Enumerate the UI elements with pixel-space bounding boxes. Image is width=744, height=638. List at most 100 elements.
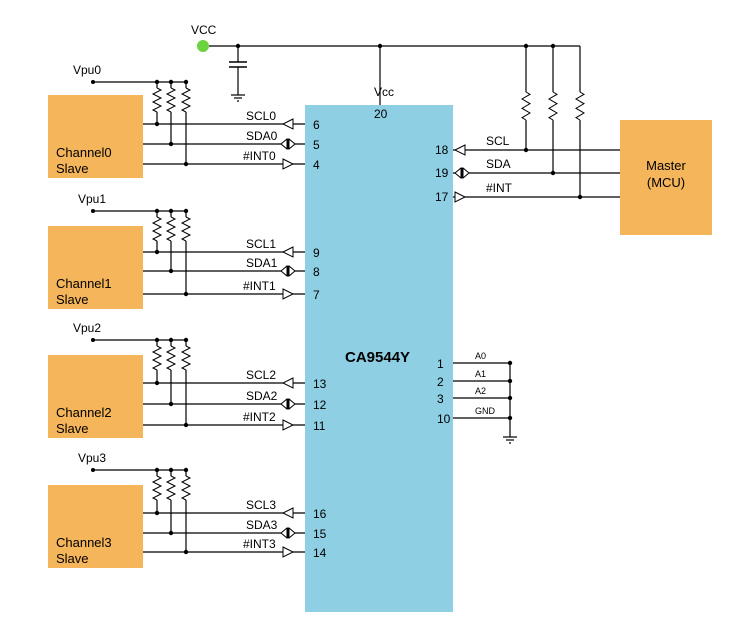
wires-layer: [91, 43, 620, 555]
pullup-resistor: [151, 216, 163, 242]
arrow-right-icon: [282, 158, 295, 170]
pullup-resistor: [165, 475, 177, 501]
channel1-label-sub: Slave: [56, 292, 89, 307]
pullup-resistor: [165, 345, 177, 371]
channel1-label: Channel1: [56, 276, 112, 291]
bidir-arrow-right-icon: [288, 137, 296, 151]
master-signal-name: SDA: [486, 157, 511, 171]
pullup-resistor: [180, 87, 192, 113]
pullup-resistor: [575, 91, 585, 121]
bidir-arrow-left-icon: [280, 264, 288, 278]
pullup-resistor: [521, 91, 531, 121]
channel-signal-name: SDA0: [246, 129, 278, 143]
channel-pin-number: 11: [313, 419, 326, 433]
vcc-label: VCC: [191, 23, 217, 37]
master-label: Master: [646, 158, 686, 173]
arrow-left-icon: [281, 246, 294, 258]
channel0-slave-block: [48, 95, 143, 178]
arrow-right-icon: [454, 191, 467, 203]
arrow-left-icon: [453, 144, 466, 156]
channel2-slave-block: [48, 355, 143, 438]
channel-signal-name: SCL0: [246, 109, 276, 123]
chip-vcc-label: Vcc: [374, 85, 394, 99]
channel-signal-name: SDA1: [246, 256, 278, 270]
vpu0-label: Vpu0: [73, 63, 101, 77]
vpu3-label: Vpu3: [78, 451, 106, 465]
channel-pin-number: 4: [313, 158, 320, 172]
vcc-terminal: [197, 40, 209, 52]
arrow-right-icon: [282, 288, 295, 300]
bidir-arrow-right-icon: [288, 397, 296, 411]
vpu1-label: Vpu1: [78, 192, 106, 206]
channel3-slave-block: [48, 485, 143, 568]
channel-pin-number: 12: [313, 398, 327, 412]
channel-pin-number: 7: [313, 288, 320, 302]
arrow-left-icon: [281, 507, 294, 519]
pullup-resistor: [548, 91, 558, 121]
channel-signal-name: SCL1: [246, 237, 276, 251]
master-pin-number: 17: [435, 190, 449, 204]
bidir-arrow-left-icon: [280, 137, 288, 151]
pullup-resistor: [151, 475, 163, 501]
master-signal-name: #INT: [486, 181, 513, 195]
pullup-resistor: [180, 216, 192, 242]
address-pin-name: A0: [475, 351, 486, 361]
channel-pin-number: 6: [313, 118, 320, 132]
channel-signal-name: #INT3: [243, 537, 276, 551]
channel2-label: Channel2: [56, 405, 112, 420]
bidir-arrow-left-icon: [454, 166, 462, 180]
channel-pin-number: 8: [313, 265, 320, 279]
bidir-arrow-left-icon: [280, 397, 288, 411]
channel-pin-number: 15: [313, 527, 327, 541]
channel0-label-sub: Slave: [56, 161, 89, 176]
address-pin-name: GND: [475, 406, 496, 416]
chip-body: [305, 105, 453, 612]
channel-pin-number: 5: [313, 138, 320, 152]
pullup-resistor: [180, 475, 192, 501]
address-pin-name: A1: [475, 369, 486, 379]
arrow-right-icon: [282, 546, 295, 558]
address-pin-name: A2: [475, 386, 486, 396]
bidir-arrow-right-icon: [288, 526, 296, 540]
pullup-resistor: [151, 345, 163, 371]
channel3-label: Channel3: [56, 535, 112, 550]
master-pin-number: 19: [435, 166, 449, 180]
labels-layer: CA9544YVcc20VCCMaster(MCU)18SCL19SDA17#I…: [56, 23, 687, 566]
channel-signal-name: #INT0: [243, 149, 276, 163]
arrow-left-icon: [281, 377, 294, 389]
bidir-arrow-right-icon: [462, 166, 470, 180]
master-label-sub: (MCU): [647, 175, 685, 190]
arrow-left-icon: [281, 118, 294, 130]
channel-signal-name: #INT1: [243, 279, 276, 293]
master-pin-number: 18: [435, 143, 449, 157]
channel1-slave-block: [48, 226, 143, 309]
pullup-resistor: [180, 345, 192, 371]
address-pin-number: 1: [437, 357, 444, 371]
address-pin-number: 10: [437, 412, 451, 426]
master-signal-name: SCL: [486, 134, 510, 148]
shapes-layer: [48, 40, 712, 612]
master-block: [620, 120, 712, 235]
channel-pin-number: 16: [313, 507, 327, 521]
pullup-resistor: [165, 87, 177, 113]
bidir-arrow-left-icon: [280, 526, 288, 540]
arrow-right-icon: [282, 419, 295, 431]
channel-signal-name: SCL3: [246, 498, 276, 512]
vpu2-label: Vpu2: [73, 321, 101, 335]
pullup-resistor: [165, 216, 177, 242]
channel2-label-sub: Slave: [56, 421, 89, 436]
channel-signal-name: SDA2: [246, 389, 278, 403]
address-pin-number: 3: [437, 392, 444, 406]
bidir-arrow-right-icon: [288, 264, 296, 278]
channel3-label-sub: Slave: [56, 551, 89, 566]
channel-pin-number: 14: [313, 546, 327, 560]
channel-pin-number: 13: [313, 377, 327, 391]
pullup-resistor: [151, 87, 163, 113]
channel-pin-number: 9: [313, 246, 320, 260]
channel0-label: Channel0: [56, 145, 112, 160]
address-pin-number: 2: [437, 375, 444, 389]
channel-signal-name: #INT2: [243, 410, 276, 424]
channel-signal-name: SDA3: [246, 518, 278, 532]
chip-name: CA9544Y: [345, 349, 410, 366]
